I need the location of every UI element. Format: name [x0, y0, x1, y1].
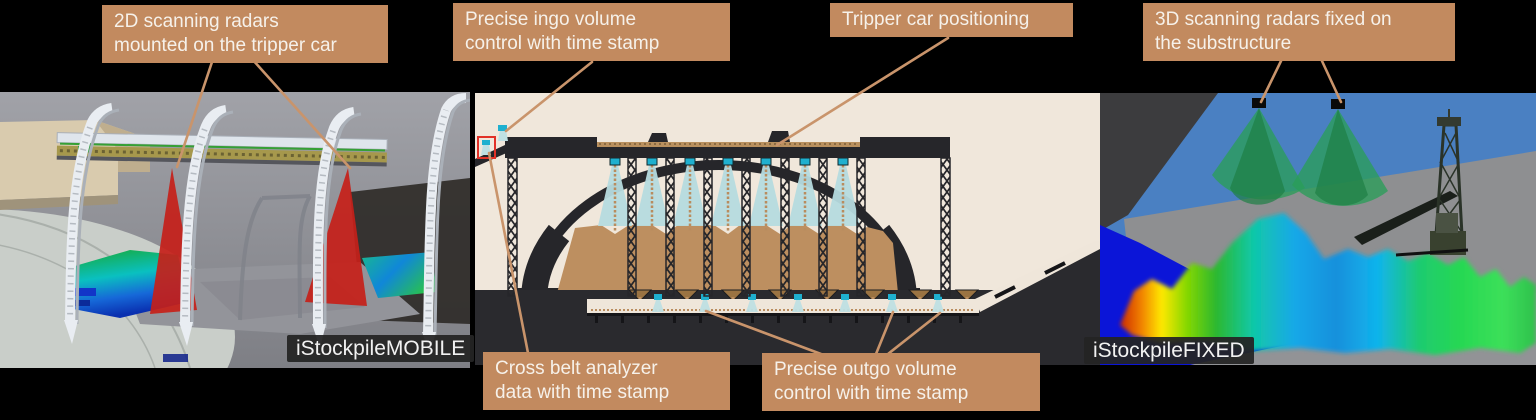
- radar-unit-2: [1331, 99, 1345, 109]
- callout-line: 3D scanning radars fixed on: [1155, 9, 1392, 30]
- heightmap-terrain: [1120, 213, 1536, 355]
- callout-3d-scanning-radars: 3D scanning radars fixed on the substruc…: [1143, 3, 1455, 61]
- stockpile: [557, 225, 898, 293]
- callout-line: data with time stamp: [495, 382, 670, 403]
- callout-ingo-volume: Precise ingo volume control with time st…: [453, 3, 730, 61]
- callout-line: Precise ingo volume: [465, 9, 637, 30]
- callout-line: Cross belt analyzer: [495, 358, 658, 379]
- panel-mobile-render: [0, 92, 470, 368]
- fixed-radars: [1212, 98, 1388, 206]
- panel-schematic-diagram: [475, 93, 1100, 365]
- callout-line: control with time stamp: [465, 33, 660, 54]
- callout-line: the substructure: [1155, 33, 1292, 54]
- callout-line: 2D scanning radars: [114, 11, 279, 32]
- product-label-mobile: iStockpileMOBILE: [287, 335, 475, 362]
- callout-cross-belt-analyzer: Cross belt analyzer data with time stamp: [483, 352, 730, 410]
- far-arches: [238, 194, 312, 321]
- mobile-scene: [0, 92, 470, 368]
- ingo-volume-sensor: [498, 125, 507, 131]
- callout-line: Tripper car positioning: [842, 9, 1030, 30]
- back-wall: [1100, 93, 1218, 231]
- schematic-scene: [475, 93, 1100, 365]
- outgo-volume-sensors: [652, 294, 944, 312]
- callout-outgo-volume: Precise outgo volume control with time s…: [762, 353, 1040, 411]
- callout-2d-scanning-radars: 2D scanning radars mounted on the trippe…: [102, 5, 388, 63]
- product-label-fixed: iStockpileFIXED: [1084, 337, 1254, 364]
- right-incline-conveyor: [975, 241, 1100, 312]
- callout-line: mounted on the tripper car: [114, 35, 337, 56]
- radar-unit-1: [1252, 98, 1266, 108]
- scanned-terrain-right: [362, 252, 436, 298]
- callout-line: Precise outgo volume: [774, 359, 957, 380]
- panel-fixed-render: [1100, 93, 1536, 365]
- fixed-scene: [1100, 93, 1536, 365]
- stacker-machine: [1354, 109, 1469, 257]
- callout-line: control with time stamp: [774, 383, 969, 404]
- callout-tripper-positioning: Tripper car positioning: [830, 3, 1073, 37]
- tripper-car-1: [648, 133, 668, 142]
